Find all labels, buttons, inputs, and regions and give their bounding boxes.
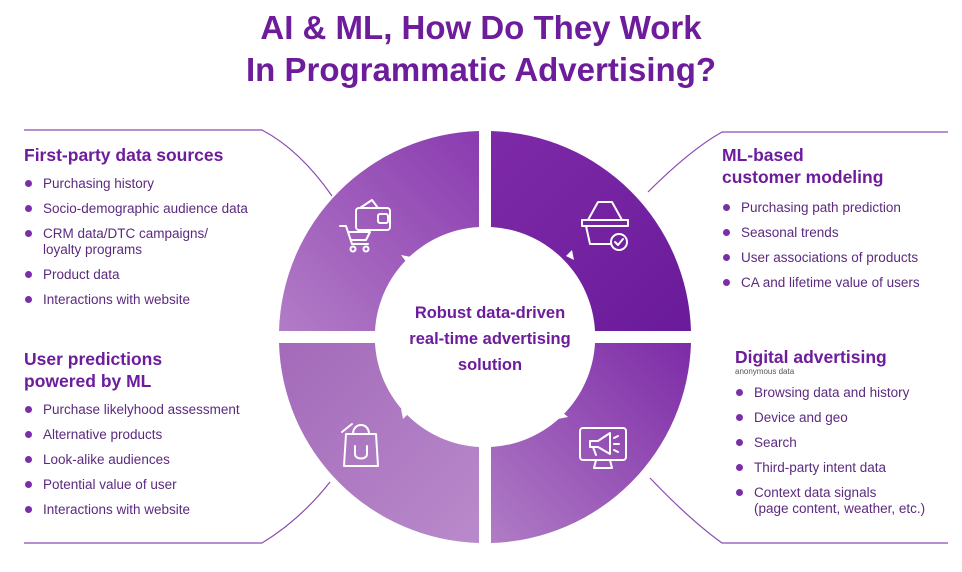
connector-bottom-left — [24, 481, 331, 544]
panel-heading-line-2: customer modeling — [722, 167, 884, 187]
list-item: Look-alike audiences — [24, 452, 304, 468]
arrow-notch-top-left — [401, 255, 411, 263]
ring-segment-bottom-left — [279, 343, 479, 543]
center-label-line-2: real-time advertising — [409, 330, 571, 348]
wallet-cart-icon — [339, 199, 391, 253]
list-item: Socio-demographic audience data — [24, 201, 304, 217]
list-item: Seasonal trends — [722, 225, 962, 241]
list-item: Product data — [24, 267, 304, 283]
arrow-notch-bottom-right — [558, 412, 568, 419]
bullet-list: Purchase likelyhood assessment Alternati… — [24, 402, 304, 518]
bullet-list: Browsing data and history Device and geo… — [735, 385, 960, 517]
panel-heading-line-1: ML-based — [722, 145, 804, 165]
panel-subheading: anonymous data — [735, 367, 795, 376]
list-item: Third-party intent data — [735, 460, 960, 476]
list-item: CRM data/DTC campaigns/ loyalty programs — [24, 226, 304, 258]
panel-heading-line-2: powered by ML — [24, 371, 152, 391]
panel-heading: First-party data sources — [24, 145, 224, 165]
shopping-bag-icon — [341, 423, 379, 467]
list-item: Purchasing history — [24, 176, 304, 192]
panel-heading: Digital advertising — [735, 347, 887, 367]
panel-heading-line-1: User predictions — [24, 349, 163, 369]
ring-segment-top-right — [491, 131, 691, 331]
center-label-line-1: Robust data-driven — [414, 304, 566, 322]
monitor-megaphone-icon — [579, 427, 627, 469]
panel-ml-customer-modeling: ML-based customer modeling Purchasing pa… — [722, 144, 962, 300]
list-item: Interactions with website — [24, 502, 304, 518]
connector-bottom-right — [649, 477, 948, 544]
list-item: Alternative products — [24, 427, 304, 443]
list-item: Purchasing path prediction — [722, 200, 962, 216]
connector-lines — [24, 129, 948, 544]
list-item: Purchase likelyhood assessment — [24, 402, 304, 418]
list-item: Search — [735, 435, 960, 451]
list-item: Interactions with website — [24, 292, 304, 308]
shopping-basket-check-icon — [581, 201, 629, 251]
list-item: User associations of products — [722, 250, 962, 266]
center-label: Robust data-driven real-time advertising… — [370, 300, 610, 378]
arrow-notch-bottom-left — [401, 409, 409, 419]
bullet-list: Purchasing path prediction Seasonal tren… — [722, 200, 962, 291]
list-item: Context data signals (page content, weat… — [735, 485, 960, 517]
panel-first-party-data: First-party data sources Purchasing hist… — [24, 144, 304, 317]
center-label-line-3: solution — [457, 356, 523, 374]
connector-top-right — [647, 131, 948, 193]
connector-top-left — [24, 129, 333, 197]
list-item: CA and lifetime value of users — [722, 275, 962, 291]
list-item: Potential value of user — [24, 477, 304, 493]
panel-user-predictions: User predictions powered by ML Purchase … — [24, 348, 304, 527]
page-title-line-2: In Programmatic Advertising? — [245, 51, 717, 88]
cycle-arrows — [401, 250, 574, 419]
panel-digital-advertising: Digital advertising anonymous data Brows… — [735, 346, 960, 526]
page-title-line-1: AI & ML, How Do They Work — [260, 9, 702, 46]
list-item: Device and geo — [735, 410, 960, 426]
bullet-list: Purchasing history Socio-demographic aud… — [24, 176, 304, 308]
list-item: Browsing data and history — [735, 385, 960, 401]
arrow-notch-top-right — [566, 250, 574, 260]
